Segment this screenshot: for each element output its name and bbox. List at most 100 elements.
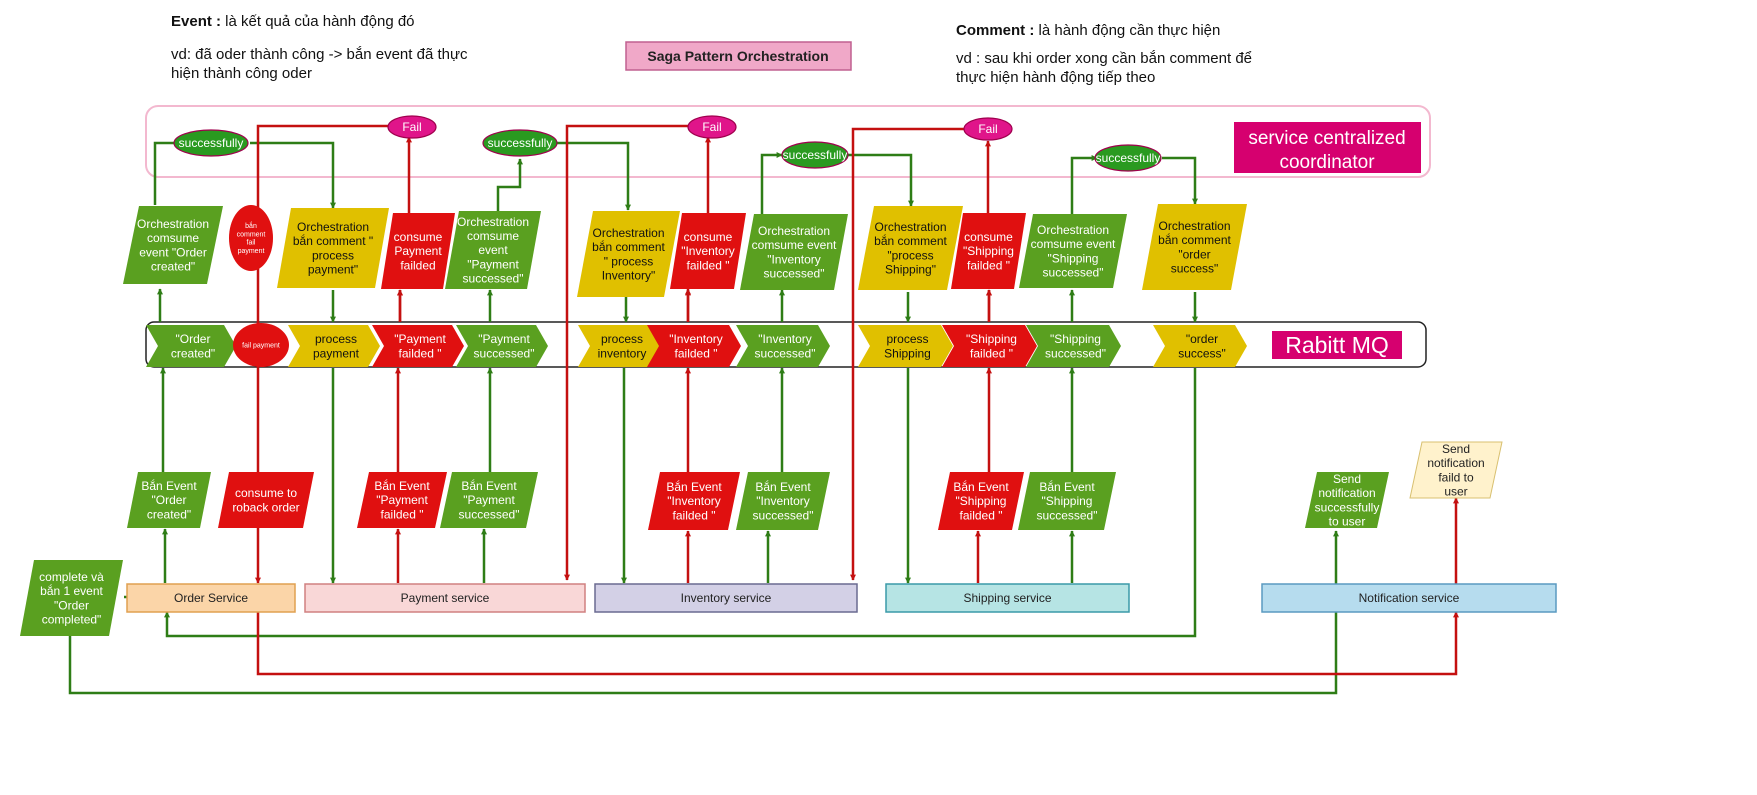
comment-term: Comment : (956, 22, 1035, 39)
rollback-to-notification (256, 611, 1459, 676)
mq-7-shape (736, 325, 830, 367)
ship-success-to-success (1070, 155, 1098, 218)
fail-to-inventory-service (850, 127, 965, 581)
service-2: Inventory service (594, 583, 858, 613)
event-desc: là kết quả của hành động đó (221, 13, 415, 30)
success-oval-3-shape (781, 141, 849, 169)
mq-6-shape (647, 325, 741, 367)
service-3: Shipping service (885, 583, 1130, 613)
fail-oval-3-shape (963, 117, 1013, 141)
fail-oval-1-shape (387, 115, 437, 139)
coord-9-shape (951, 213, 1026, 289)
event-note: Event : là kết quả của hành động đó (171, 12, 491, 31)
fail-oval-2-shape (687, 115, 737, 139)
service-event-6-shape (938, 472, 1024, 530)
fail-oval-1: Fail (387, 115, 437, 139)
mq-0-shape (146, 325, 236, 367)
fail-oval-1-text: Fail (402, 120, 421, 134)
service-event-5-shape (736, 472, 830, 530)
coord-4-shape (445, 211, 541, 289)
service-event-3-shape (440, 472, 538, 528)
comment-desc: là hành động cần thực hiện (1034, 22, 1221, 39)
mq-label-box (1272, 331, 1402, 359)
fail-oval-3-text: Fail (978, 122, 997, 136)
success-to-process-inventory (557, 141, 631, 211)
mq-1-shape (233, 323, 289, 367)
success-oval-1-text: successfully (179, 136, 244, 150)
mq-1-text: fail payment (242, 342, 280, 349)
fail-to-payment-service (564, 124, 689, 581)
pay-success-to-success (496, 158, 523, 213)
service-2-name: Inventory service (681, 591, 772, 605)
coord-10-shape (1019, 214, 1127, 288)
mq-9-shape (942, 325, 1037, 367)
success-oval-3-text: successfully (783, 148, 848, 162)
coord-0-shape (123, 206, 223, 284)
service-3-name: Shipping service (963, 591, 1051, 605)
service-event-8-shape (1305, 472, 1389, 528)
service-event-4-shape (648, 472, 740, 530)
service-2-box (594, 583, 858, 613)
shapes: successfully Fail successfully Fail successf… (20, 115, 1557, 636)
mq-2-shape (288, 325, 380, 367)
success-to-order-success (1162, 156, 1198, 205)
fail-oval-2-text: Fail (702, 120, 721, 134)
service-0-box (126, 583, 296, 613)
success-oval-4: successfully (1094, 144, 1162, 172)
coordinator-label-box (1234, 122, 1421, 173)
fail-to-fail-payment (255, 124, 389, 369)
title-box (625, 41, 852, 71)
event-example: vd: đã oder thành công -> bắn event đã t… (171, 46, 468, 82)
comment-note: Comment : là hành động cần thực hiện (956, 21, 1276, 40)
connectors (68, 124, 1459, 695)
comment-example: vd : sau khi order xong cần bắn comment … (956, 50, 1253, 86)
service-1-box (304, 583, 586, 613)
coord-7-shape (740, 214, 848, 290)
